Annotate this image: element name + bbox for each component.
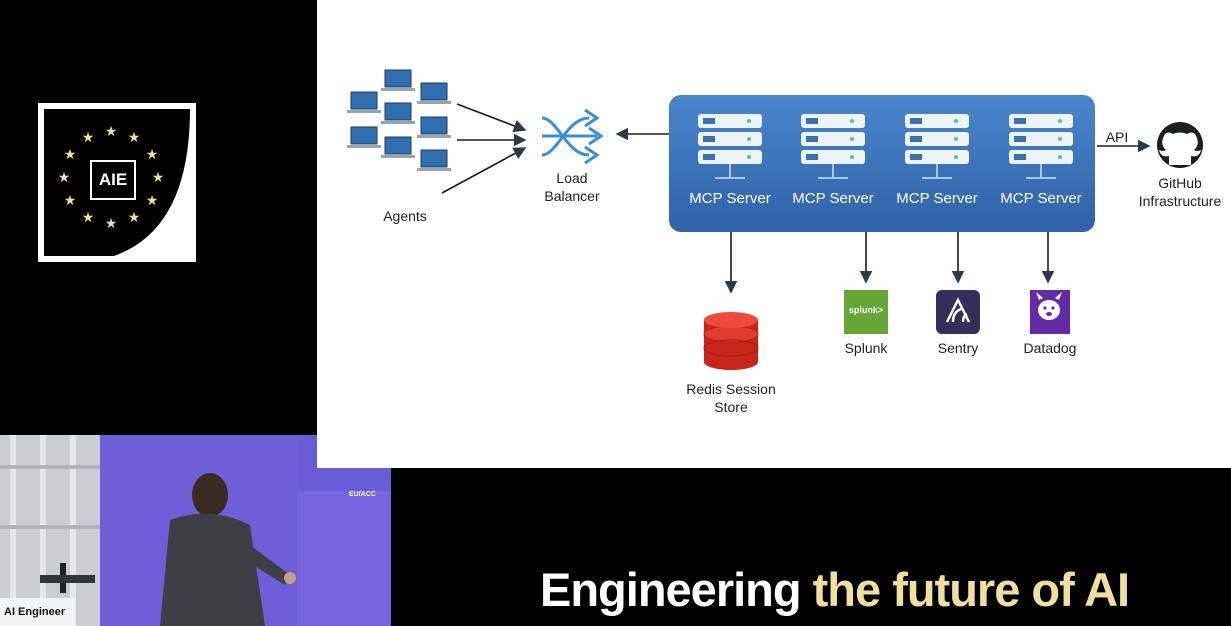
mcp-server-label-2: MCP Server — [792, 190, 874, 207]
svg-text:★: ★ — [146, 193, 159, 209]
splunk-label: Splunk — [844, 340, 888, 356]
splunk-icon — [844, 290, 888, 334]
load-balancer-icon — [541, 108, 604, 165]
svg-text:★: ★ — [64, 147, 77, 163]
redis-icon — [703, 312, 759, 370]
monitoring-arrows — [724, 232, 1055, 294]
svg-text:★: ★ — [146, 147, 159, 163]
slide: Agents Load Balancer MCP Server MCP Serv… — [317, 0, 1231, 468]
svg-text:★: ★ — [82, 210, 95, 226]
event-badge: EU/ACC — [349, 491, 376, 498]
star-ring-icon: ★ ★ ★ ★ ★ ★ ★ ★ ★ ★ ★ ★ — [58, 124, 165, 232]
server-racks-icon — [698, 114, 1073, 179]
svg-text:★: ★ — [128, 130, 141, 146]
datadog-label: Datadog — [1023, 340, 1077, 356]
agent-arrows — [441, 103, 527, 194]
splunk-logo-text: splunk> — [848, 305, 884, 315]
sentry-label: Sentry — [937, 340, 979, 356]
mcp-server-label-3: MCP Server — [896, 190, 978, 207]
svg-text:★: ★ — [105, 216, 118, 232]
tagline: Engineering the future of AI — [540, 562, 1130, 617]
architecture-diagram — [347, 69, 1203, 370]
svg-text:★: ★ — [58, 170, 71, 186]
mcp-server-label-4: MCP Server — [1000, 190, 1082, 207]
agent-laptops-icon — [347, 69, 451, 171]
api-label: API — [1105, 129, 1129, 145]
podium-sign: AI Engineer — [0, 598, 75, 626]
logo-text: AIE — [90, 160, 136, 200]
github-label: GitHub Infrastructure — [1138, 175, 1222, 209]
redis-label: Redis Session Store — [686, 381, 776, 415]
agents-label: Agents — [383, 208, 427, 224]
mcp-server-panel — [669, 95, 1095, 232]
svg-text:★: ★ — [64, 193, 77, 209]
tagline-part-2: the future of AI — [812, 563, 1130, 616]
load-balancer-label: Load Balancer — [544, 170, 600, 204]
svg-text:★: ★ — [82, 130, 95, 146]
svg-text:★: ★ — [105, 124, 118, 140]
mcp-server-label-1: MCP Server — [689, 190, 771, 207]
svg-text:★: ★ — [152, 170, 165, 186]
sentry-icon — [936, 290, 980, 334]
github-icon — [1157, 122, 1203, 168]
datadog-icon — [1030, 290, 1070, 334]
tagline-part-1: Engineering — [540, 563, 813, 616]
speaker-scene — [0, 435, 391, 626]
aie-logo-shape — [44, 109, 190, 256]
svg-text:★: ★ — [128, 210, 141, 226]
